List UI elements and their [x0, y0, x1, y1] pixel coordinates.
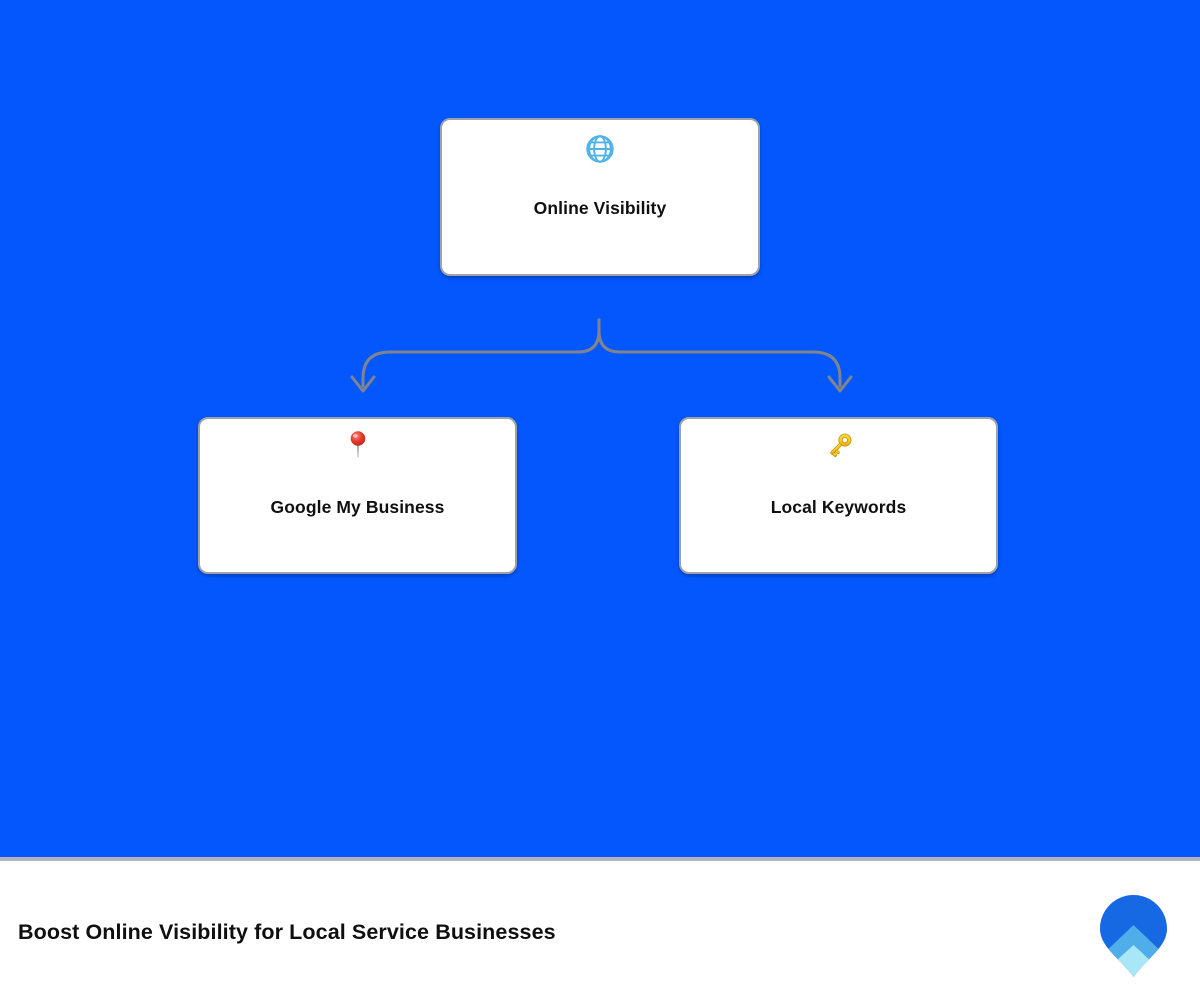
- node-google-my-business[interactable]: Google My Business: [198, 417, 517, 574]
- page-title: Boost Online Visibility for Local Servic…: [18, 920, 556, 944]
- edge-right-arrow: [597, 318, 853, 393]
- footer-divider: [0, 857, 1200, 861]
- key-icon: [823, 430, 855, 462]
- round-pushpin-icon: [342, 430, 374, 462]
- diagram-canvas: Online Visibility Google My Business: [0, 0, 1200, 857]
- brand-pin-logo: [1100, 895, 1167, 977]
- node-label: Online Visibility: [533, 198, 667, 218]
- edge-left-arrow: [350, 318, 601, 393]
- node-online-visibility[interactable]: Online Visibility: [440, 118, 760, 276]
- footer-bar: Boost Online Visibility for Local Servic…: [0, 861, 1200, 1000]
- node-local-keywords[interactable]: Local Keywords: [679, 417, 998, 574]
- connector-svg: [350, 318, 853, 393]
- node-label: Google My Business: [270, 497, 445, 517]
- node-label: Local Keywords: [770, 497, 907, 517]
- globe-icon: [584, 133, 616, 165]
